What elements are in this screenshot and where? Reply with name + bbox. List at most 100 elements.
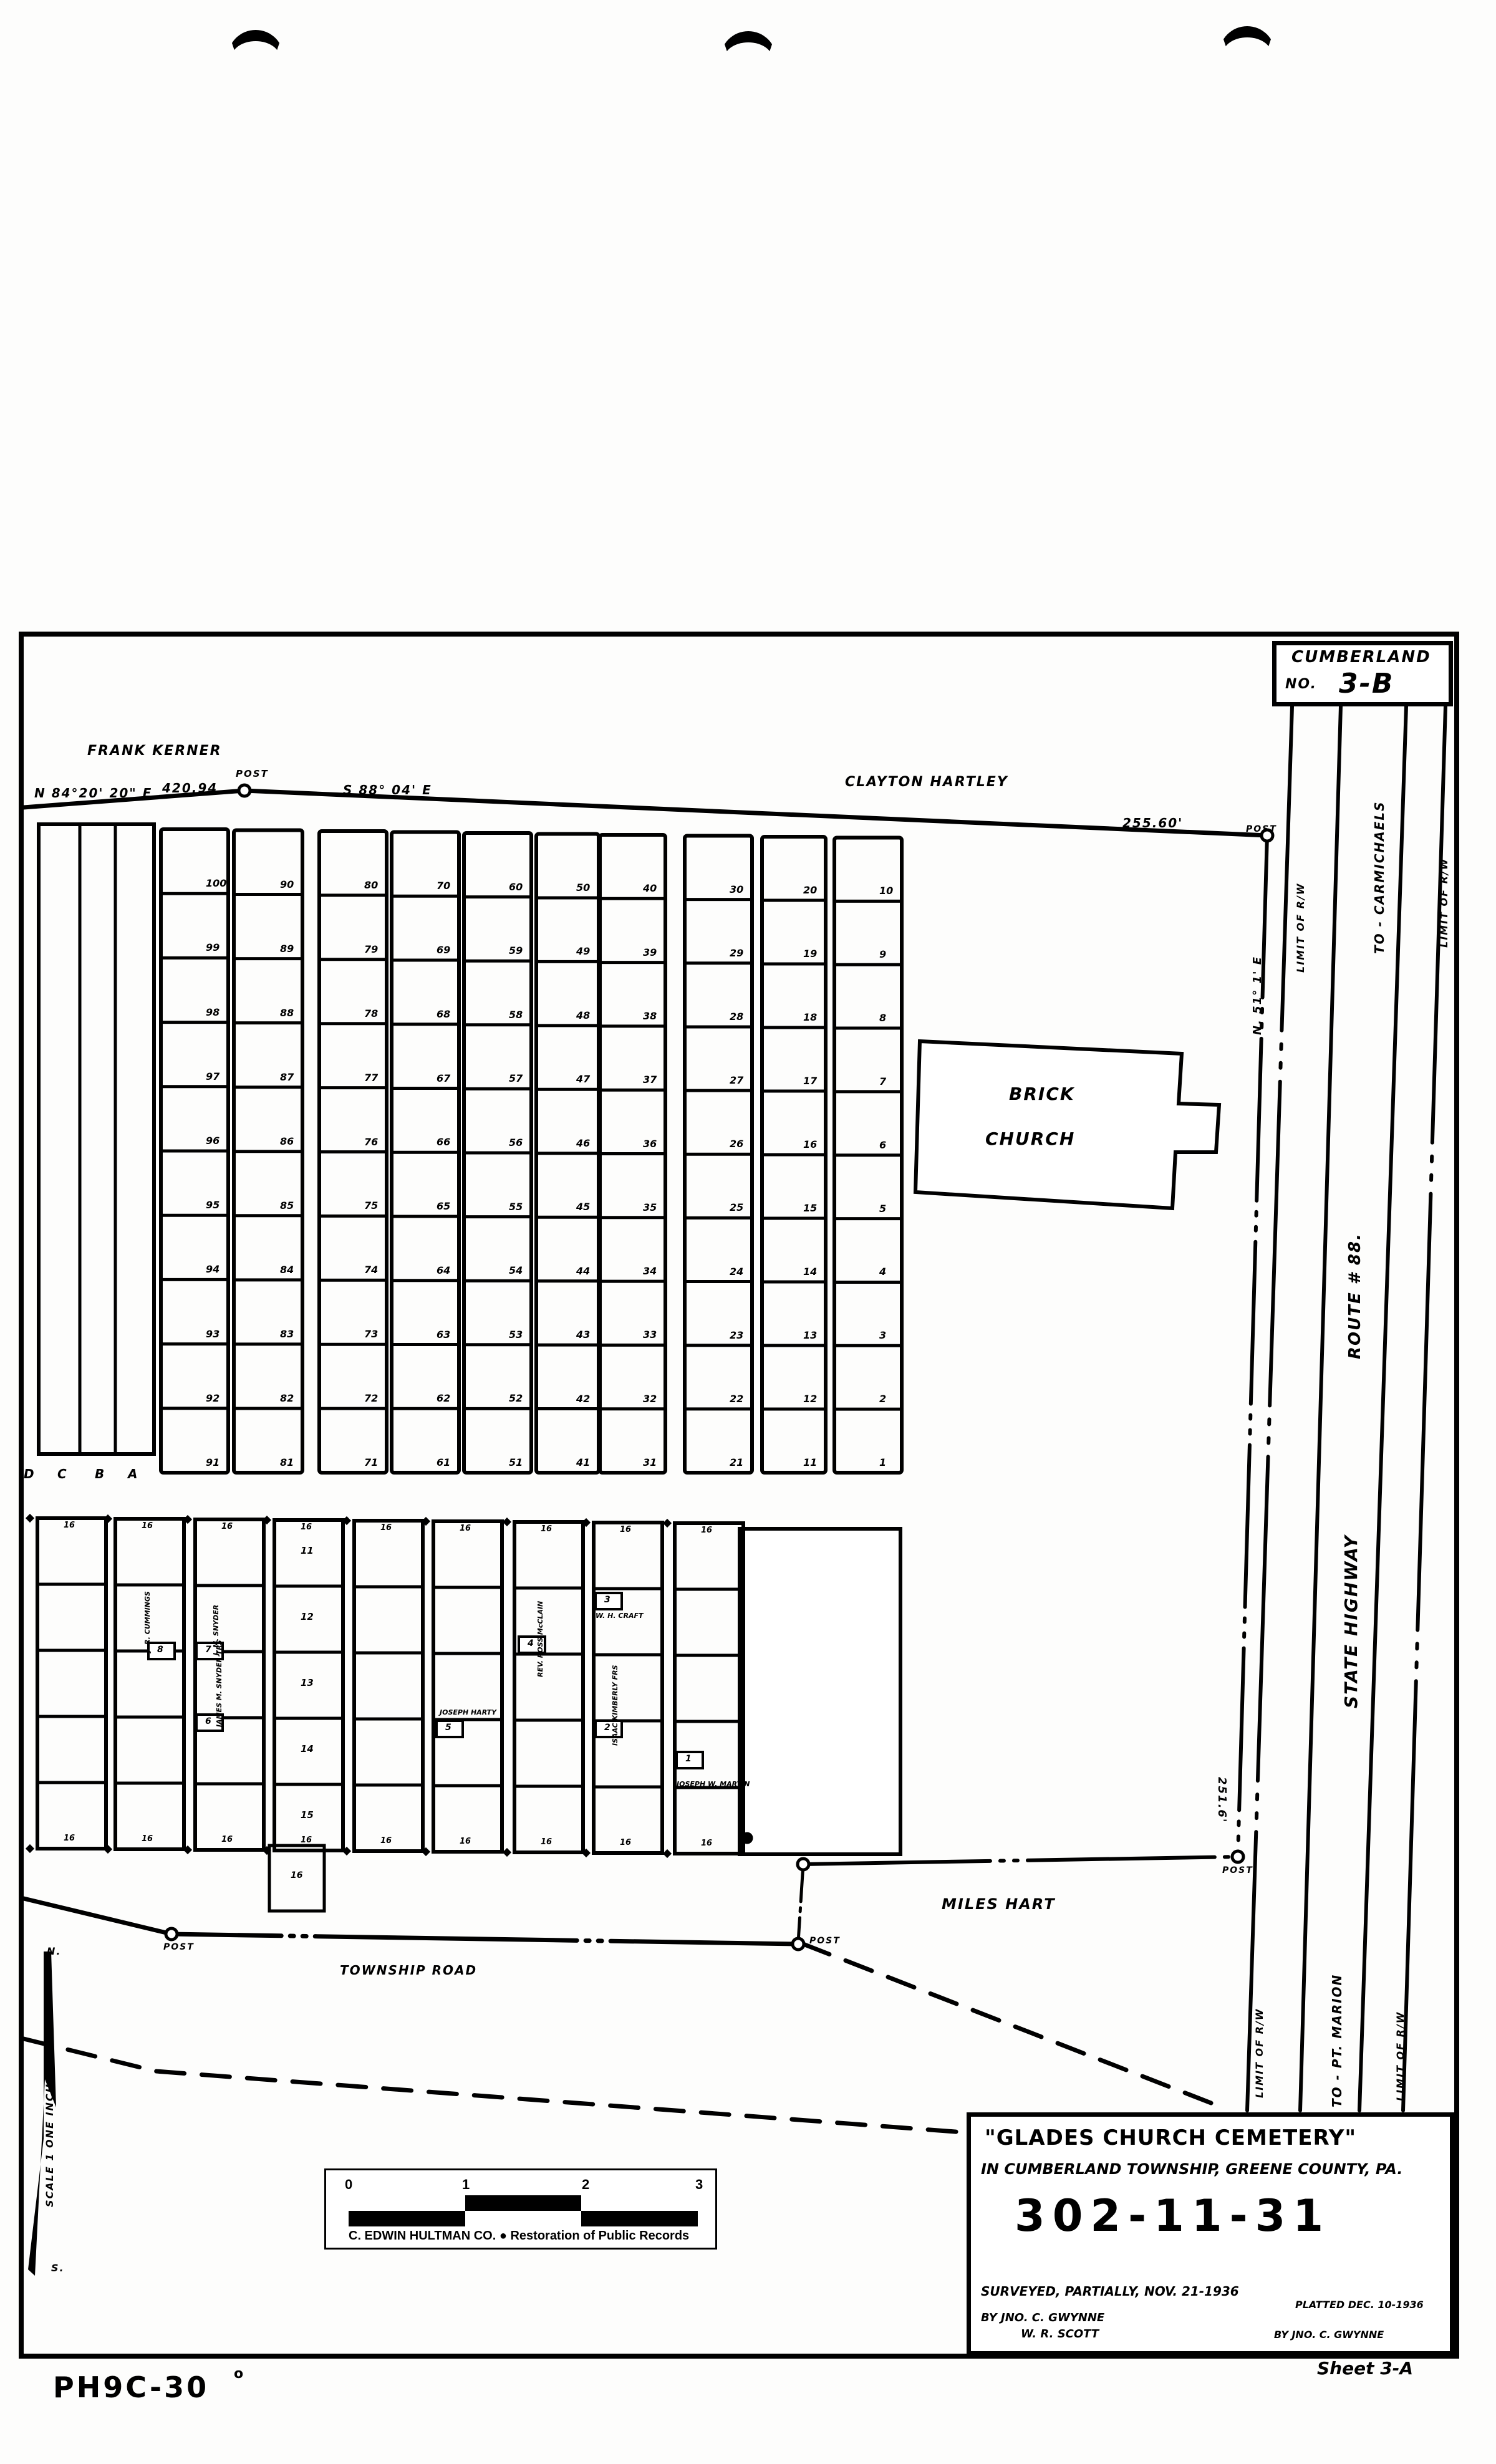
lot-owner-annotation: JAMES M. SNYDER TRS xyxy=(215,1640,223,1727)
owner-lot-number: 8 xyxy=(157,1645,163,1655)
post-marker xyxy=(1230,1849,1245,1864)
scale-tick-2: 2 xyxy=(582,2177,590,2192)
strip-label-c: C xyxy=(57,1466,68,1481)
lot-number: 45 xyxy=(576,1201,591,1213)
lot-number: 64 xyxy=(437,1264,451,1276)
lot-number: 84 xyxy=(280,1263,294,1276)
lot-owner-annotation: JOSEPH HARTY xyxy=(440,1708,497,1716)
lot-number: 57 xyxy=(509,1072,523,1085)
lot-number: 95 xyxy=(206,1199,220,1211)
lower-block xyxy=(113,1517,186,1851)
lot-number: 88 xyxy=(280,1006,294,1019)
lot-number: 12 xyxy=(803,1393,818,1405)
block-dimension: 16 xyxy=(142,1521,153,1531)
township-road-label: TOWNSHIP ROAD xyxy=(340,1963,478,1978)
limit-of-row-label: LIMIT OF R/W xyxy=(1295,882,1306,973)
lot-number: 62 xyxy=(437,1392,451,1405)
archive-mark: o xyxy=(234,2366,245,2382)
owner-lot-number: 3 xyxy=(604,1595,610,1605)
open-lot-area xyxy=(738,1527,902,1856)
post-marker xyxy=(164,1927,179,1942)
brick-church-outline xyxy=(913,1039,1222,1211)
lot-owner-annotation: ISAAC KIMBERLY FRS xyxy=(611,1665,619,1746)
lower-block xyxy=(592,1521,664,1855)
lot-number: 92 xyxy=(206,1392,220,1404)
lot-number: 18 xyxy=(803,1011,818,1023)
lot-number: 87 xyxy=(280,1071,294,1083)
block-dimension: 16 xyxy=(380,1523,392,1533)
block-dimension: 16 xyxy=(541,1837,553,1847)
surveyed-date: SURVEYED, PARTIALLY, NOV. 21-1936 xyxy=(981,2284,1239,2299)
lot-number: 15 xyxy=(803,1202,818,1214)
lot-number: 32 xyxy=(643,1392,657,1405)
lot-number: 42 xyxy=(576,1392,591,1405)
lot-number: 74 xyxy=(364,1264,379,1276)
limit-of-row-label: LIMIT OF R/W xyxy=(1394,2011,1406,2101)
lot-number: 38 xyxy=(643,1009,657,1022)
lot-number: 96 xyxy=(206,1135,220,1147)
plat-location: IN CUMBERLAND TOWNSHIP, GREENE COUNTY, P… xyxy=(981,2160,1403,2178)
title-block: "GLADES CHURCH CEMETERY" IN CUMBERLAND T… xyxy=(967,2112,1454,2356)
west-jog-line xyxy=(796,1862,805,1944)
block-row-number: 15 xyxy=(301,1809,314,1821)
lot-number: 10 xyxy=(879,885,894,897)
lot-number: 34 xyxy=(643,1265,657,1278)
lot-number: 37 xyxy=(643,1074,657,1086)
block-dimension: 16 xyxy=(701,1839,713,1848)
index-number: 3-B xyxy=(1339,668,1394,700)
lot-number: 98 xyxy=(206,1006,220,1018)
lot-number: 49 xyxy=(576,945,591,958)
block-dimension: 16 xyxy=(221,1835,233,1844)
block-row-number: 11 xyxy=(301,1545,314,1556)
lower-block xyxy=(36,1516,108,1850)
block-dimension: 16 xyxy=(380,1836,392,1846)
restoration-scale-card: 0 1 2 3 C. EDWIN HULTMAN CO. ● Restorati… xyxy=(324,2168,717,2250)
block-dimension: 16 xyxy=(64,1834,75,1843)
lot-number: 53 xyxy=(509,1328,523,1340)
lot-number: 56 xyxy=(509,1137,523,1148)
lot-number: 5 xyxy=(879,1202,887,1215)
lot-number: 97 xyxy=(206,1070,220,1082)
lot-number: 22 xyxy=(730,1392,744,1405)
distance-east: 251.6' xyxy=(1215,1777,1228,1824)
bearing-east: N. 51° 1' E xyxy=(1251,955,1264,1035)
block-dimension: 16 xyxy=(701,1526,713,1535)
road-edge-dashed-east xyxy=(801,1942,1225,2110)
lower-block xyxy=(352,1519,425,1853)
post-label: POST xyxy=(809,1936,841,1946)
east-boundary-line xyxy=(1236,834,1269,1859)
lot-number: 72 xyxy=(364,1392,379,1405)
lot-owner-annotation: J. R. CUMMINGS xyxy=(143,1591,152,1652)
bearing-north-2: S 88° 04' E xyxy=(343,782,432,797)
lot-number: 55 xyxy=(509,1200,523,1213)
lot-number: 50 xyxy=(576,881,591,893)
limit-of-row-west xyxy=(1245,705,1294,2112)
annex-lot xyxy=(268,1844,326,1913)
plat-title: "GLADES CHURCH CEMETERY" xyxy=(985,2125,1357,2150)
vendor-caption: C. EDWIN HULTMAN CO. ● Restoration of Pu… xyxy=(349,2229,690,2243)
lot-number: 100 xyxy=(206,877,227,890)
owner-lot-number: 2 xyxy=(604,1723,610,1733)
lot-number: 6 xyxy=(879,1138,887,1151)
lot-number: 71 xyxy=(364,1456,379,1468)
block-row-number: 14 xyxy=(301,1743,314,1754)
file-number: 302-11-31 xyxy=(1015,2190,1331,2241)
lot-number: 29 xyxy=(730,946,744,959)
owner-lot-number: 1 xyxy=(685,1754,692,1764)
owner-lot-number: 5 xyxy=(445,1723,451,1733)
limit-of-row-label: LIMIT OF R/W xyxy=(1438,857,1450,948)
lot-number: 17 xyxy=(803,1075,818,1087)
lot-number: 30 xyxy=(730,883,744,895)
post-marker xyxy=(237,783,252,798)
state-highway-label: STATE HIGHWAY xyxy=(1341,1534,1361,1708)
block-dimension: 16 xyxy=(460,1837,471,1846)
lot-number: 41 xyxy=(576,1456,591,1468)
lot-number: 82 xyxy=(280,1392,294,1404)
bearing-north-1: N 84°20' 20" E xyxy=(34,786,153,801)
lower-block xyxy=(513,1520,585,1854)
lot-number: 26 xyxy=(730,1138,744,1150)
church-label-line2: CHURCH xyxy=(985,1129,1076,1149)
lot-number: 61 xyxy=(437,1456,451,1468)
owner-lot-number: 6 xyxy=(205,1716,211,1726)
lot-number: 43 xyxy=(576,1329,591,1341)
